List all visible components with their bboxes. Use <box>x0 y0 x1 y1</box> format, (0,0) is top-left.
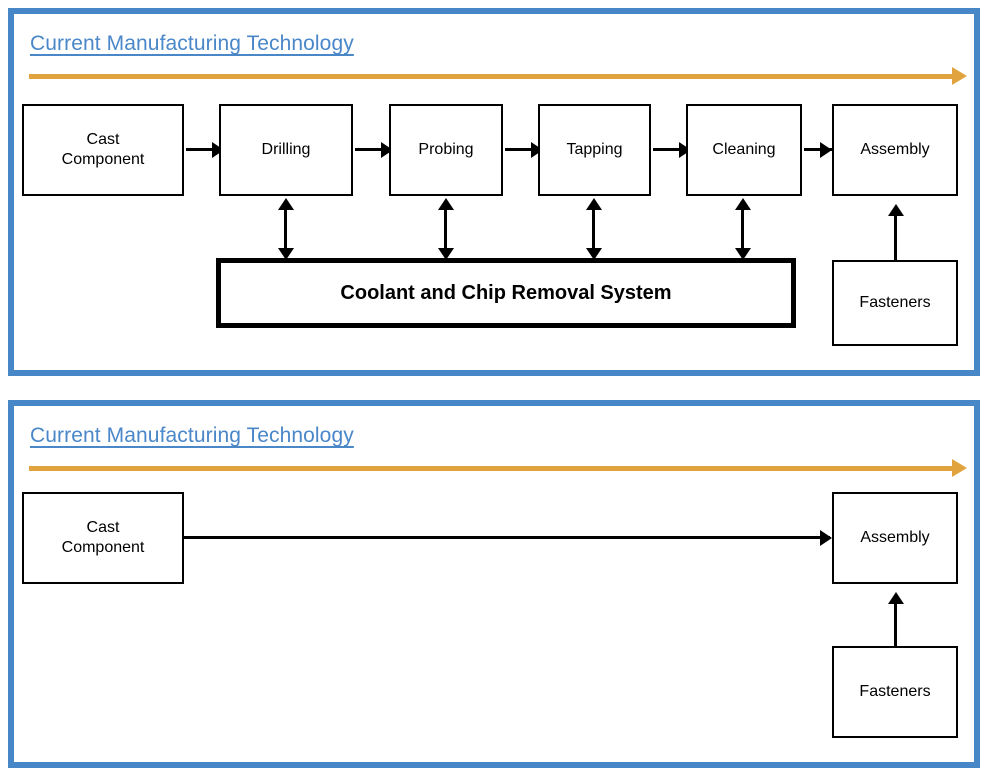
arrowhead-tapping-coolant-up-icon <box>586 198 602 210</box>
connector-probing-coolant <box>444 206 447 254</box>
arrowhead-cast-to-assembly-icon <box>820 530 832 546</box>
arrowhead-cleaning-to-assembly-icon <box>820 142 832 158</box>
connector-fasteners-to-assembly <box>894 602 897 652</box>
process-box-tapping: Tapping <box>538 104 651 196</box>
process-box-drilling: Drilling <box>219 104 353 196</box>
connector-cast-to-drilling <box>186 148 214 151</box>
progress-arrow-head-icon <box>952 459 967 477</box>
connector-cleaning-coolant <box>741 206 744 254</box>
connector-cast-to-assembly <box>184 536 830 539</box>
process-box-assembly: Assembly <box>832 492 958 584</box>
process-box-label: Probing <box>418 141 474 158</box>
process-box-label: Drilling <box>261 141 311 158</box>
arrowhead-cleaning-coolant-up-icon <box>735 198 751 210</box>
input-box-fasteners: Fasteners <box>832 646 958 738</box>
support-box-label: Coolant and Chip Removal System <box>340 281 672 304</box>
arrowhead-probing-coolant-up-icon <box>438 198 454 210</box>
connector-tapping-to-cleaning <box>653 148 681 151</box>
input-box-fasteners: Fasteners <box>832 260 958 346</box>
panel-title: Current Manufacturing Technology <box>30 32 354 55</box>
connector-probing-to-tapping <box>505 148 533 151</box>
arrowhead-drilling-coolant-up-icon <box>278 198 294 210</box>
arrowhead-fasteners-to-assembly-icon <box>888 592 904 604</box>
process-box-cleaning: Cleaning <box>686 104 802 196</box>
process-box-label: Tapping <box>566 141 623 158</box>
support-box-coolant-chip-removal: Coolant and Chip Removal System <box>216 258 796 328</box>
arrowhead-fasteners-to-assembly-icon <box>888 204 904 216</box>
connector-drilling-coolant <box>284 206 287 254</box>
input-box-label: Fasteners <box>859 294 931 311</box>
progress-arrow <box>29 459 967 477</box>
connector-cleaning-to-assembly <box>804 148 832 151</box>
process-box-probing: Probing <box>389 104 503 196</box>
process-box-assembly: Assembly <box>832 104 958 196</box>
connector-tapping-coolant <box>592 206 595 254</box>
arrowhead-probing-coolant-down-icon <box>438 248 454 260</box>
process-box-label: Cleaning <box>712 141 776 158</box>
arrowhead-tapping-coolant-down-icon <box>586 248 602 260</box>
arrowhead-cleaning-coolant-down-icon <box>735 248 751 260</box>
connector-fasteners-to-assembly <box>894 214 897 262</box>
panel-title: Current Manufacturing Technology <box>30 424 354 447</box>
progress-arrow-head-icon <box>952 67 967 85</box>
process-box-label: Assembly <box>860 141 930 158</box>
progress-arrow <box>29 67 967 85</box>
process-box-label: Assembly <box>860 529 930 546</box>
arrowhead-drilling-coolant-down-icon <box>278 248 294 260</box>
connector-drilling-to-probing <box>355 148 383 151</box>
input-box-label: Fasteners <box>859 683 931 700</box>
progress-arrow-line <box>29 466 954 471</box>
progress-arrow-line <box>29 74 954 79</box>
